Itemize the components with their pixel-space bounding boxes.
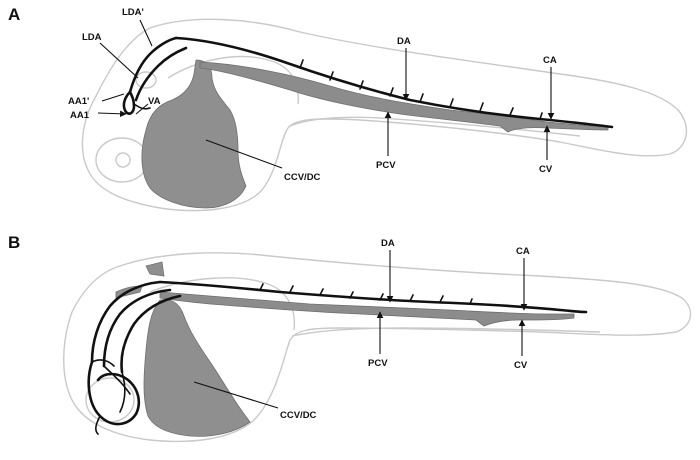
panel-a-lens-outline: [115, 152, 131, 168]
panel-b-head-sinus: [145, 261, 165, 277]
panel-a-intersegmental-sprouts: [299, 59, 543, 120]
panel-b-head-arteries: [90, 280, 182, 374]
panel-a-label-cv: CV: [539, 164, 553, 175]
panel-a-label-ca: CA: [543, 55, 557, 66]
panel-a-aa1-vessel: [122, 90, 136, 115]
panel-a-lda-prime-vessel: [128, 36, 178, 94]
panel-a-label-aa1-prime: AA1': [68, 96, 89, 107]
panel-a-label-aa1: AA1: [70, 110, 90, 121]
panel-b-ccv-dc-leader: [193, 381, 279, 409]
panel-a-lda-prime-leader: [139, 19, 153, 47]
panel-a-label-lda-prime: LDA': [122, 7, 144, 18]
panel-b-label-da: DA: [381, 238, 395, 249]
panel-b-eye-vessel-loop: [87, 360, 141, 426]
panel-a-aa1-prime-leader: [101, 93, 125, 102]
panel-a-ccv-dc-mass: [141, 59, 247, 209]
panel-b-label-ca: CA: [516, 246, 530, 257]
panel-b-body-outline: [63, 252, 692, 443]
panel-a-label-lda: LDA: [82, 32, 102, 43]
panel-a-va-leader: [135, 103, 149, 115]
panel-b-letter: B: [8, 233, 20, 252]
panel-a-eye-outline: [95, 137, 149, 183]
panel-a-label-da: DA: [397, 36, 411, 47]
panel-b-dorsal-aorta: [158, 280, 588, 314]
panel-a-lda-leader: [99, 42, 139, 79]
panel-a-aa1-prime-vessel: [133, 103, 151, 110]
panel-a-otic-outline: [135, 71, 157, 89]
panel-b-eye-vessel-branches: [91, 359, 131, 435]
panel-b-label-pcv: PCV: [368, 358, 388, 369]
panel-a-letter: A: [8, 5, 20, 24]
panel-b: B DA CA PCV CV CCV/DC: [8, 233, 692, 443]
panel-b-posterior-cardinal-vein: [159, 291, 575, 327]
panel-a-aa1-leader: [97, 110, 127, 118]
panel-a-dorsal-aorta: [174, 36, 614, 129]
panel-a-posterior-cardinal-vein: [199, 61, 609, 133]
panel-b-ccv-dc-mass: [143, 299, 251, 437]
panel-b-label-cv: CV: [514, 360, 528, 371]
panel-a-ccv-dc-leader: [205, 139, 283, 169]
panel-b-label-ccv-dc: CCV/DC: [280, 410, 317, 421]
panel-a-label-pcv: PCV: [376, 160, 396, 171]
panel-a-trunk-contour: [289, 116, 581, 137]
panel-a-lda-vessel: [134, 46, 188, 102]
panel-b-trunk-contour: [291, 327, 601, 337]
panel-a-label-va: VA: [148, 96, 161, 107]
panel-a-label-ccv-dc: CCV/DC: [284, 172, 321, 183]
panel-b-intersegmental-sprouts: [259, 283, 473, 305]
panel-b-eye-outline: [85, 377, 135, 423]
panel-a: A LDA' LDA: [8, 5, 688, 212]
panel-a-body-outline: [81, 18, 688, 212]
